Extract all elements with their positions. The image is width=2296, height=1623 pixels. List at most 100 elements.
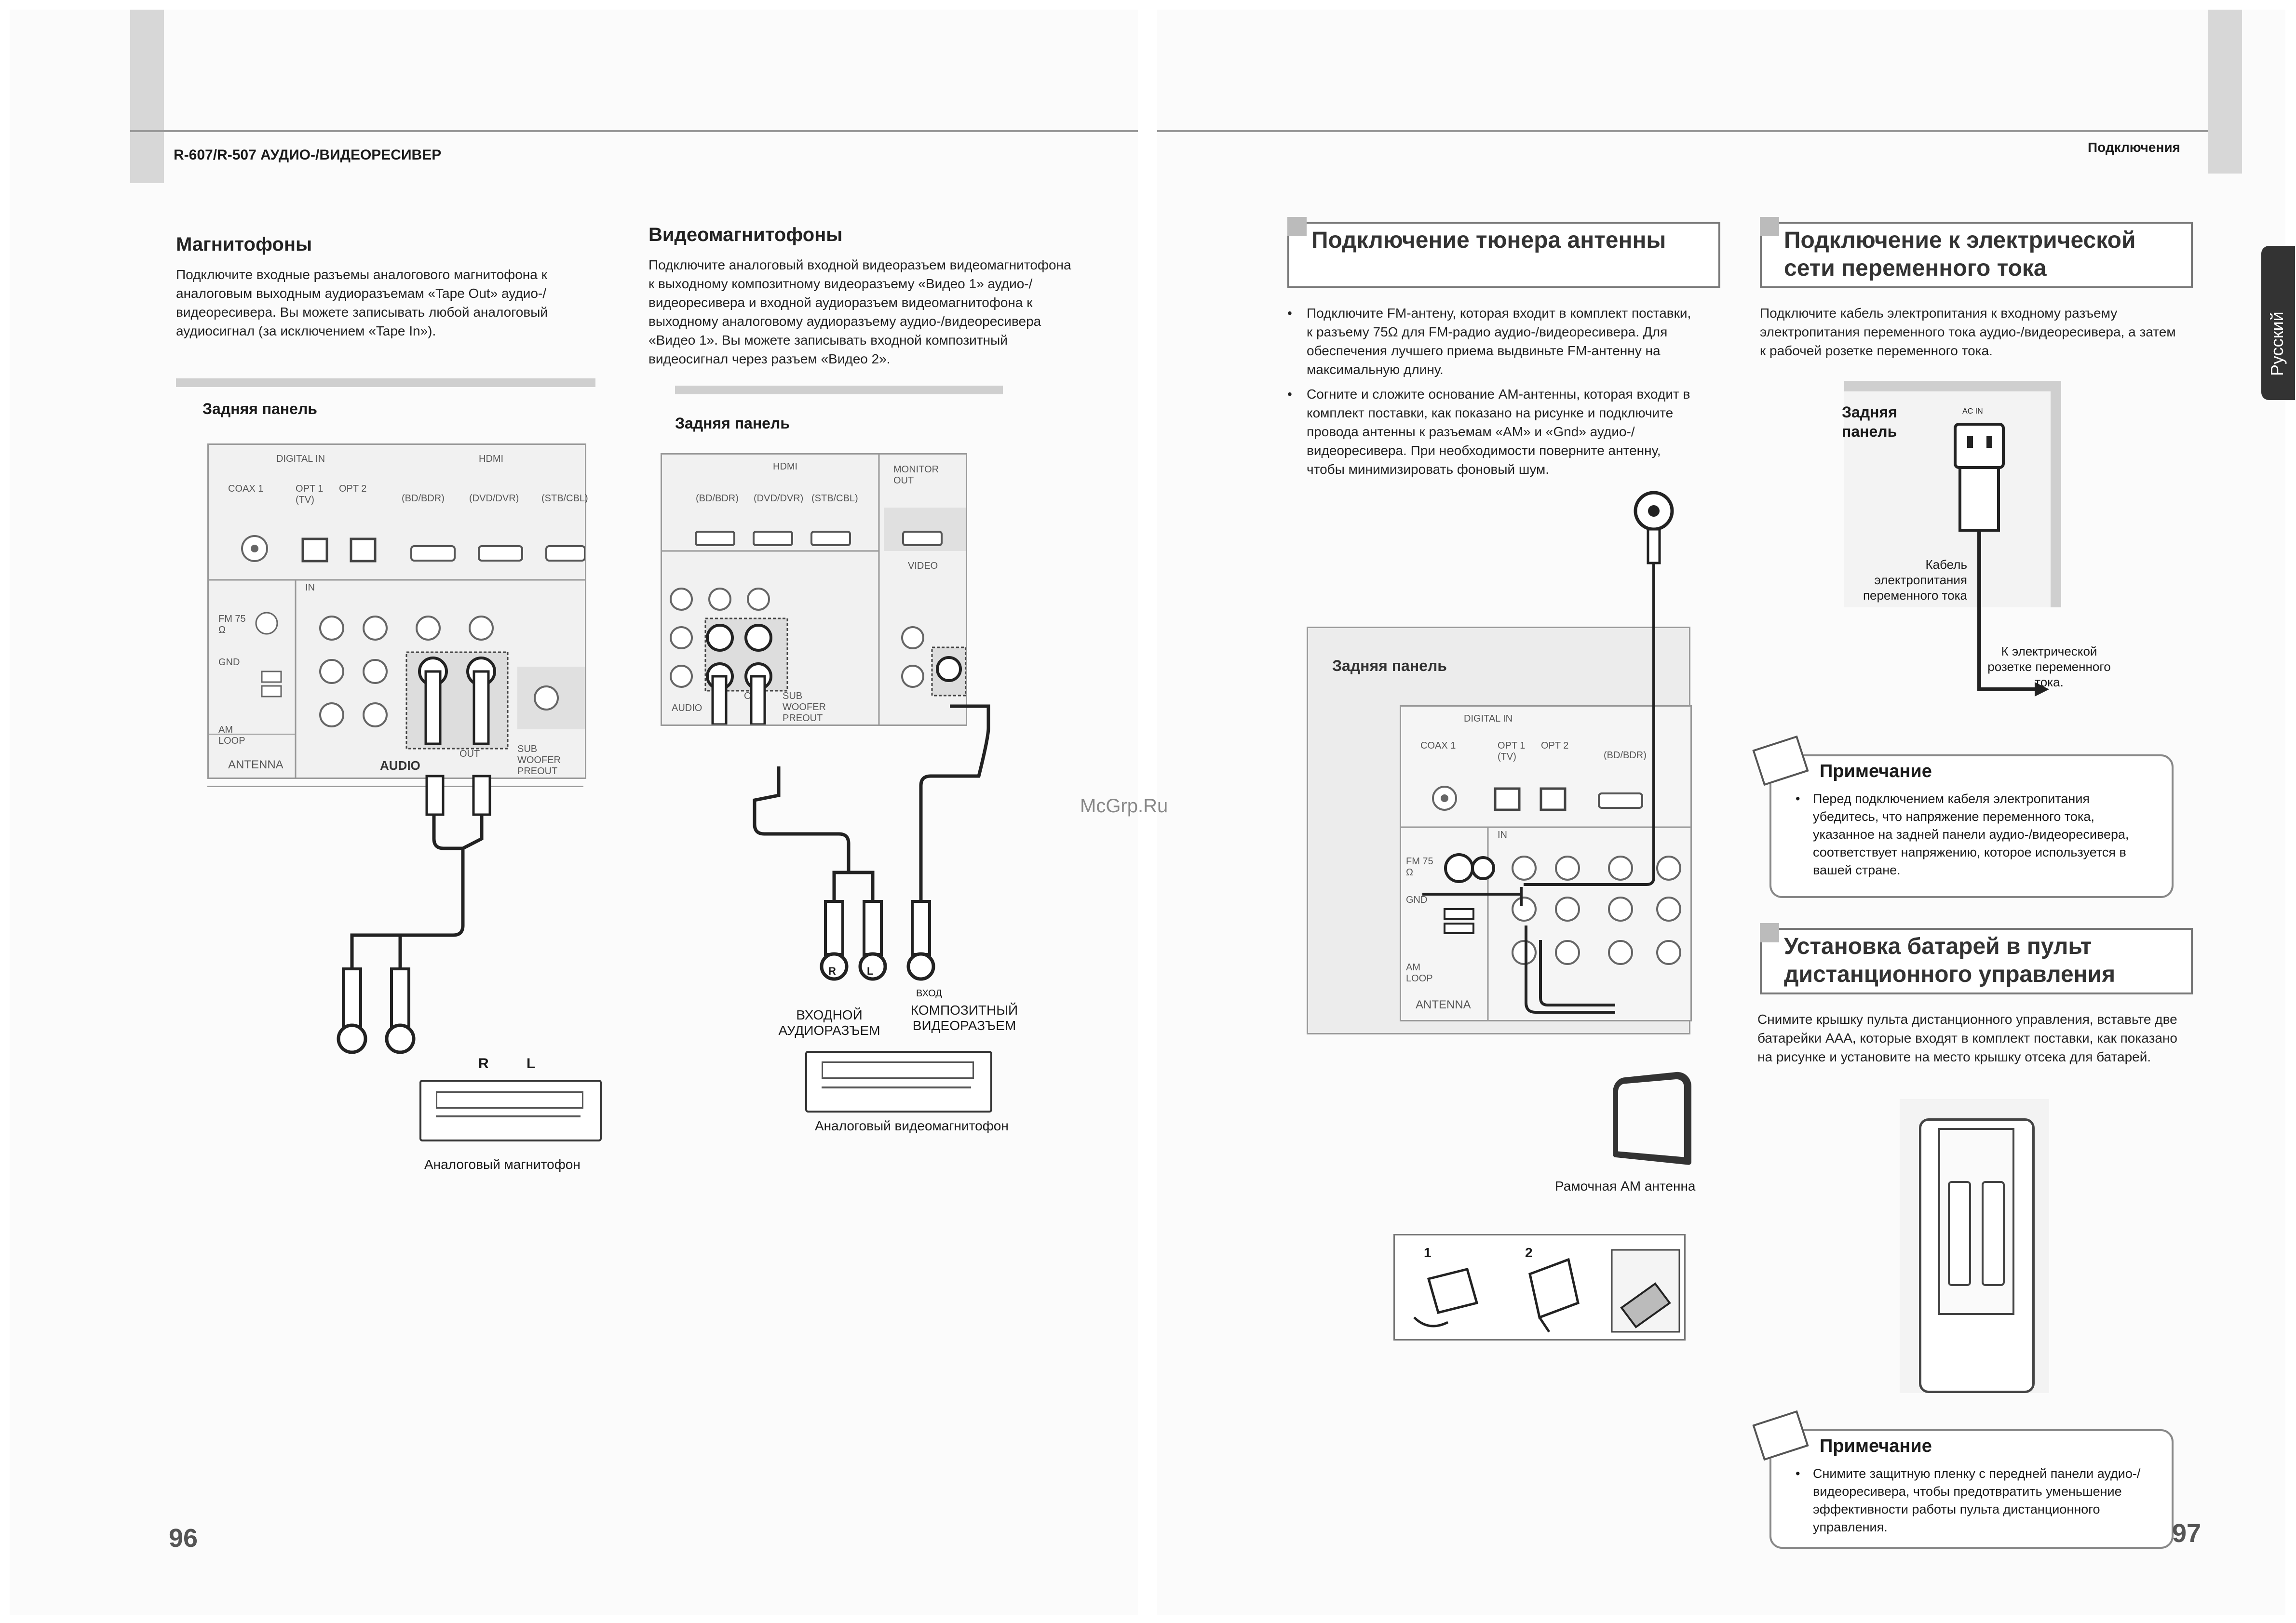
am-label: AM LOOP <box>218 724 245 746</box>
antenna-bullet-1: •Подключите FM-антену, которая входит в … <box>1287 306 1691 377</box>
audio-label: AUDIO <box>380 758 420 773</box>
antenna-label: ANTENNA <box>228 758 284 771</box>
ant-coax-label: COAX 1 <box>1420 740 1456 751</box>
battery-text: Снимите крышку пульта дистанционного упр… <box>1757 1012 2177 1064</box>
antenna-title: Подключение тюнера антенны <box>1311 228 1666 253</box>
ant-opt2-label: OPT 2 <box>1541 740 1569 751</box>
dvd-label: (DVD/DVR) <box>469 493 519 504</box>
power-cable-label: Кабель электропитания переменного тока <box>1863 557 1967 603</box>
bd-label: (BD/BDR) <box>402 493 445 504</box>
antenna-panel-label: Задняя панель <box>1332 657 1447 674</box>
right-header-rule <box>1157 130 2208 132</box>
vcr-bd-label: (BD/BDR) <box>696 493 739 504</box>
power-cable-graphic <box>1954 423 2049 697</box>
page-header: R-607/R-507 АУДИО-/ВИДЕОРЕСИВЕР <box>174 147 442 163</box>
ant-bd-label: (BD/BDR) <box>1604 750 1647 761</box>
note-1-body: •Перед подключением кабеля электропитани… <box>1796 791 2129 877</box>
vcr-plug-l: L <box>867 965 874 977</box>
header-band <box>130 10 164 183</box>
tape-deck-device <box>419 1080 602 1141</box>
vcr-panel-graphic <box>662 455 966 724</box>
power-outlet-label: К электрической розетке переменного тока… <box>1987 644 2111 689</box>
am-loop-antenna <box>1613 1070 1692 1166</box>
power-title: Подключение к электрической сети перемен… <box>1784 228 2136 281</box>
vcr-audio-label: AUDIO <box>672 703 702 713</box>
out-label: OUT <box>459 749 480 759</box>
note-1-title: Примечание <box>1820 761 1932 781</box>
ant-opt1-label: OPT 1 (TV) <box>1498 740 1526 762</box>
vcr-subwoofer-label: SUB WOOFER PREOUT <box>783 691 826 724</box>
vcr-stb-label: (STB/CBL) <box>811 493 858 504</box>
note-2-title: Примечание <box>1820 1436 1932 1456</box>
vcr-device-caption: Аналоговый видеомагнитофон <box>815 1118 1009 1133</box>
antenna-bullets: •Подключите FM-антену, которая входит в … <box>1287 304 1692 479</box>
power-section-title-box: Подключение к электрической сети перемен… <box>1760 217 2193 288</box>
right-header-band <box>2208 10 2242 174</box>
power-text: Подключите кабель электропитания к входн… <box>1760 306 2176 358</box>
am-assembly-box: 1 2 <box>1393 1234 1686 1341</box>
vcr-plug-r: R <box>828 965 836 977</box>
vcr-audio-in-label: ВХОДНОЙ АУДИОРАЗЪЕМ <box>778 1007 880 1038</box>
coax-label: COAX 1 <box>228 483 264 494</box>
power-diagram-band-top <box>1844 381 2061 391</box>
power-panel-label: Задняя панель <box>1842 403 1897 440</box>
digital-in-label: DIGITAL IN <box>276 454 325 464</box>
am-step-2: 2 <box>1525 1245 1533 1260</box>
tape-text: Подключите входные разъемы аналогового м… <box>176 267 548 338</box>
am-assembly-graphic <box>1413 1249 1680 1333</box>
vcr-vhod-label: ВХОД <box>916 988 942 999</box>
ant-digital-in-label: DIGITAL IN <box>1464 713 1513 724</box>
note-2: Примечание •Снимите защитную пленку с пе… <box>1752 1410 2174 1549</box>
remote-diagram <box>1900 1099 2049 1393</box>
tape-plug-l: L <box>527 1056 536 1072</box>
tape-device-caption: Аналоговый магнитофон <box>424 1157 581 1172</box>
vcr-cable-graphic <box>753 704 990 981</box>
left-page: R-607/R-507 АУДИО-/ВИДЕОРЕСИВЕР Магнитоф… <box>10 10 1138 1615</box>
ant-in-label: IN <box>1498 830 1507 840</box>
antenna-panel-graphic <box>1401 786 1690 1020</box>
vcr-device <box>805 1051 992 1113</box>
header-rule <box>130 130 1138 132</box>
vcr-text: Подключите аналоговый входной видеоразъе… <box>648 257 1071 366</box>
note-1: Примечание •Перед подключением кабеля эл… <box>1752 735 2174 898</box>
antenna-bullet-2: •Согните и сложите основание AM-антенны,… <box>1287 387 1690 477</box>
in-label: IN <box>305 582 315 593</box>
tape-band <box>176 378 595 387</box>
tape-panel-rule <box>207 786 583 787</box>
antenna-rear-panel: Задняя панель DIGITAL IN COAX 1 OPT 1 (T… <box>1307 627 1692 1034</box>
vcr-monitor-label: MONITOR OUT <box>893 464 939 486</box>
battery-1 <box>1948 1181 1971 1286</box>
battery-section-title-box: Установка батарей в пульт дистанционного… <box>1760 923 2193 994</box>
hdmi-label: HDMI <box>479 454 504 464</box>
right-page-number: 97 <box>2172 1519 2201 1548</box>
antenna-section-title-box: Подключение тюнера антенны <box>1287 217 1720 288</box>
battery-2 <box>1982 1181 2005 1286</box>
tape-panel-label: Задняя панель <box>203 400 317 417</box>
am-step-1: 1 <box>1424 1245 1432 1260</box>
note-2-body: •Снимите защитную пленку с передней пане… <box>1796 1466 2141 1534</box>
vcr-hdmi-label: HDMI <box>773 461 798 472</box>
subwoofer-label: SUB WOOFER PREOUT <box>517 744 561 777</box>
ant-fm-label: FM 75 Ω <box>1406 856 1433 878</box>
antenna-bullet-1-text: Подключите FM-антену, которая входит в к… <box>1307 306 1691 377</box>
power-diagram-bg <box>1844 381 2061 607</box>
ant-gnd-label: GND <box>1406 895 1428 905</box>
vcr-title: Видеомагнитофоны <box>648 224 843 245</box>
ac-in-label: AC IN <box>1962 407 1983 416</box>
right-page-header: Подключения <box>2088 140 2180 155</box>
tape-rear-panel: DIGITAL IN HDMI COAX 1 OPT 1 (TV) OPT 2 … <box>207 443 588 779</box>
vcr-rear-panel: HDMI (BD/BDR) (DVD/DVR) (STB/CBL) MONITO… <box>661 453 967 726</box>
antenna-cables-graphic <box>1422 491 1674 1014</box>
tape-title: Магнитофоны <box>176 234 312 255</box>
vcr-video-in-label: КОМПОЗИТНЫЙ ВИДЕОРАЗЪЕМ <box>910 1003 1018 1033</box>
left-page-number: 96 <box>169 1524 198 1553</box>
tape-panel-graphic <box>209 535 585 778</box>
gnd-label: GND <box>218 657 240 668</box>
language-tab: Русский <box>2261 246 2295 400</box>
antenna-panel-inner: DIGITAL IN COAX 1 OPT 1 (TV) OPT 2 (BD/B… <box>1400 705 1692 1021</box>
battery-title: Установка батарей в пульт дистанционного… <box>1784 934 2116 987</box>
opt2-label: OPT 2 <box>339 483 367 494</box>
vcr-panel-label: Задняя панель <box>675 415 790 432</box>
vcr-band <box>675 386 1003 394</box>
language-tab-label: Русский <box>2267 311 2287 376</box>
